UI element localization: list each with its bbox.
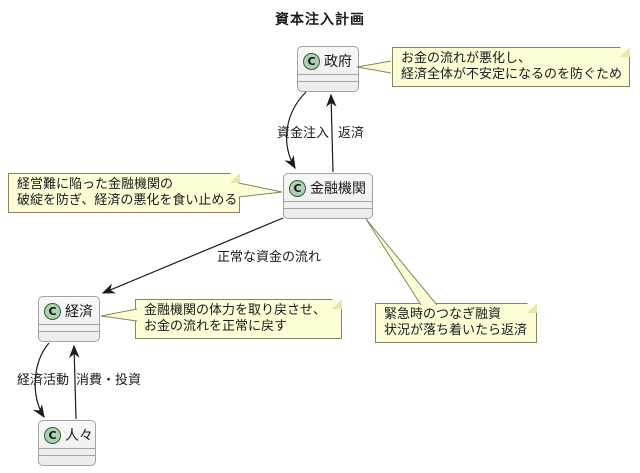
class-bank-header: C 金融機関 <box>284 174 372 201</box>
note-line: 状況が落ち着いたら返済 <box>384 323 528 338</box>
note-economy: 金融機関の体力を取り戻させ、 お金の流れを正常に戻す <box>135 299 342 339</box>
class-methods-section <box>298 81 358 91</box>
note-pointer-economy <box>100 308 138 322</box>
edge-label-economic-activity: 経済活動 <box>17 373 70 388</box>
note-line: 緊急時のつなぎ融資 <box>384 307 502 322</box>
edge-label-normal-flow: 正常な資金の流れ <box>217 250 322 265</box>
class-circle-icon: C <box>44 302 61 320</box>
class-name: 金融機関 <box>310 181 366 197</box>
note-pointer-bank-left <box>238 182 283 198</box>
edge-repayment-arrow <box>326 93 337 173</box>
class-people-header: C 人々 <box>39 421 95 448</box>
class-circle-icon: C <box>289 179 306 197</box>
edge-label-repayment: 返済 <box>338 126 365 141</box>
class-government: C 政府 <box>297 46 359 92</box>
class-methods-section <box>39 455 95 465</box>
note-bank-right: 緊急時のつなぎ融資 状況が落ち着いたら返済 <box>375 303 537 343</box>
note-bank-left: 経営難に陥った金融機関の 破綻を防ぎ、経済の悪化を食い止める <box>8 173 240 213</box>
class-economy-header: C 経済 <box>39 297 99 324</box>
class-government-header: C 政府 <box>298 47 358 74</box>
class-attributes-section <box>39 448 95 455</box>
edge-label-consumption: 消費・投資 <box>76 373 142 388</box>
note-line: 経済全体が不安定になるのを防ぐため <box>401 67 623 82</box>
note-line: 経営難に陥った金融機関の <box>17 177 174 192</box>
note-pointer-bank-right <box>365 218 438 306</box>
class-people: C 人々 <box>38 420 96 466</box>
class-name: 人々 <box>65 428 93 444</box>
note-line: お金の流れが悪化し、 <box>401 51 532 66</box>
class-economy: C 経済 <box>38 296 100 342</box>
class-methods-section <box>39 331 99 341</box>
class-circle-icon: C <box>303 52 320 70</box>
class-attributes-section <box>39 324 99 331</box>
class-attributes-section <box>284 201 372 208</box>
class-methods-section <box>284 208 372 218</box>
class-name: 経済 <box>65 304 93 320</box>
note-government: お金の流れが悪化し、 経済全体が不安定になるのを防ぐため <box>392 47 630 87</box>
note-line: 破綻を防ぎ、経済の悪化を食い止める <box>17 193 238 208</box>
class-attributes-section <box>298 74 358 81</box>
diagram-title: 資本注入計画 <box>275 12 365 28</box>
note-pointer-government <box>356 60 392 74</box>
note-line: 金融機関の体力を取り戻させ、 <box>144 303 327 318</box>
class-name: 政府 <box>324 54 352 70</box>
class-circle-icon: C <box>44 426 61 444</box>
note-line: お金の流れを正常に戻す <box>144 319 288 334</box>
edge-label-injection: 資金注入 <box>277 126 330 141</box>
class-bank: C 金融機関 <box>283 173 373 219</box>
